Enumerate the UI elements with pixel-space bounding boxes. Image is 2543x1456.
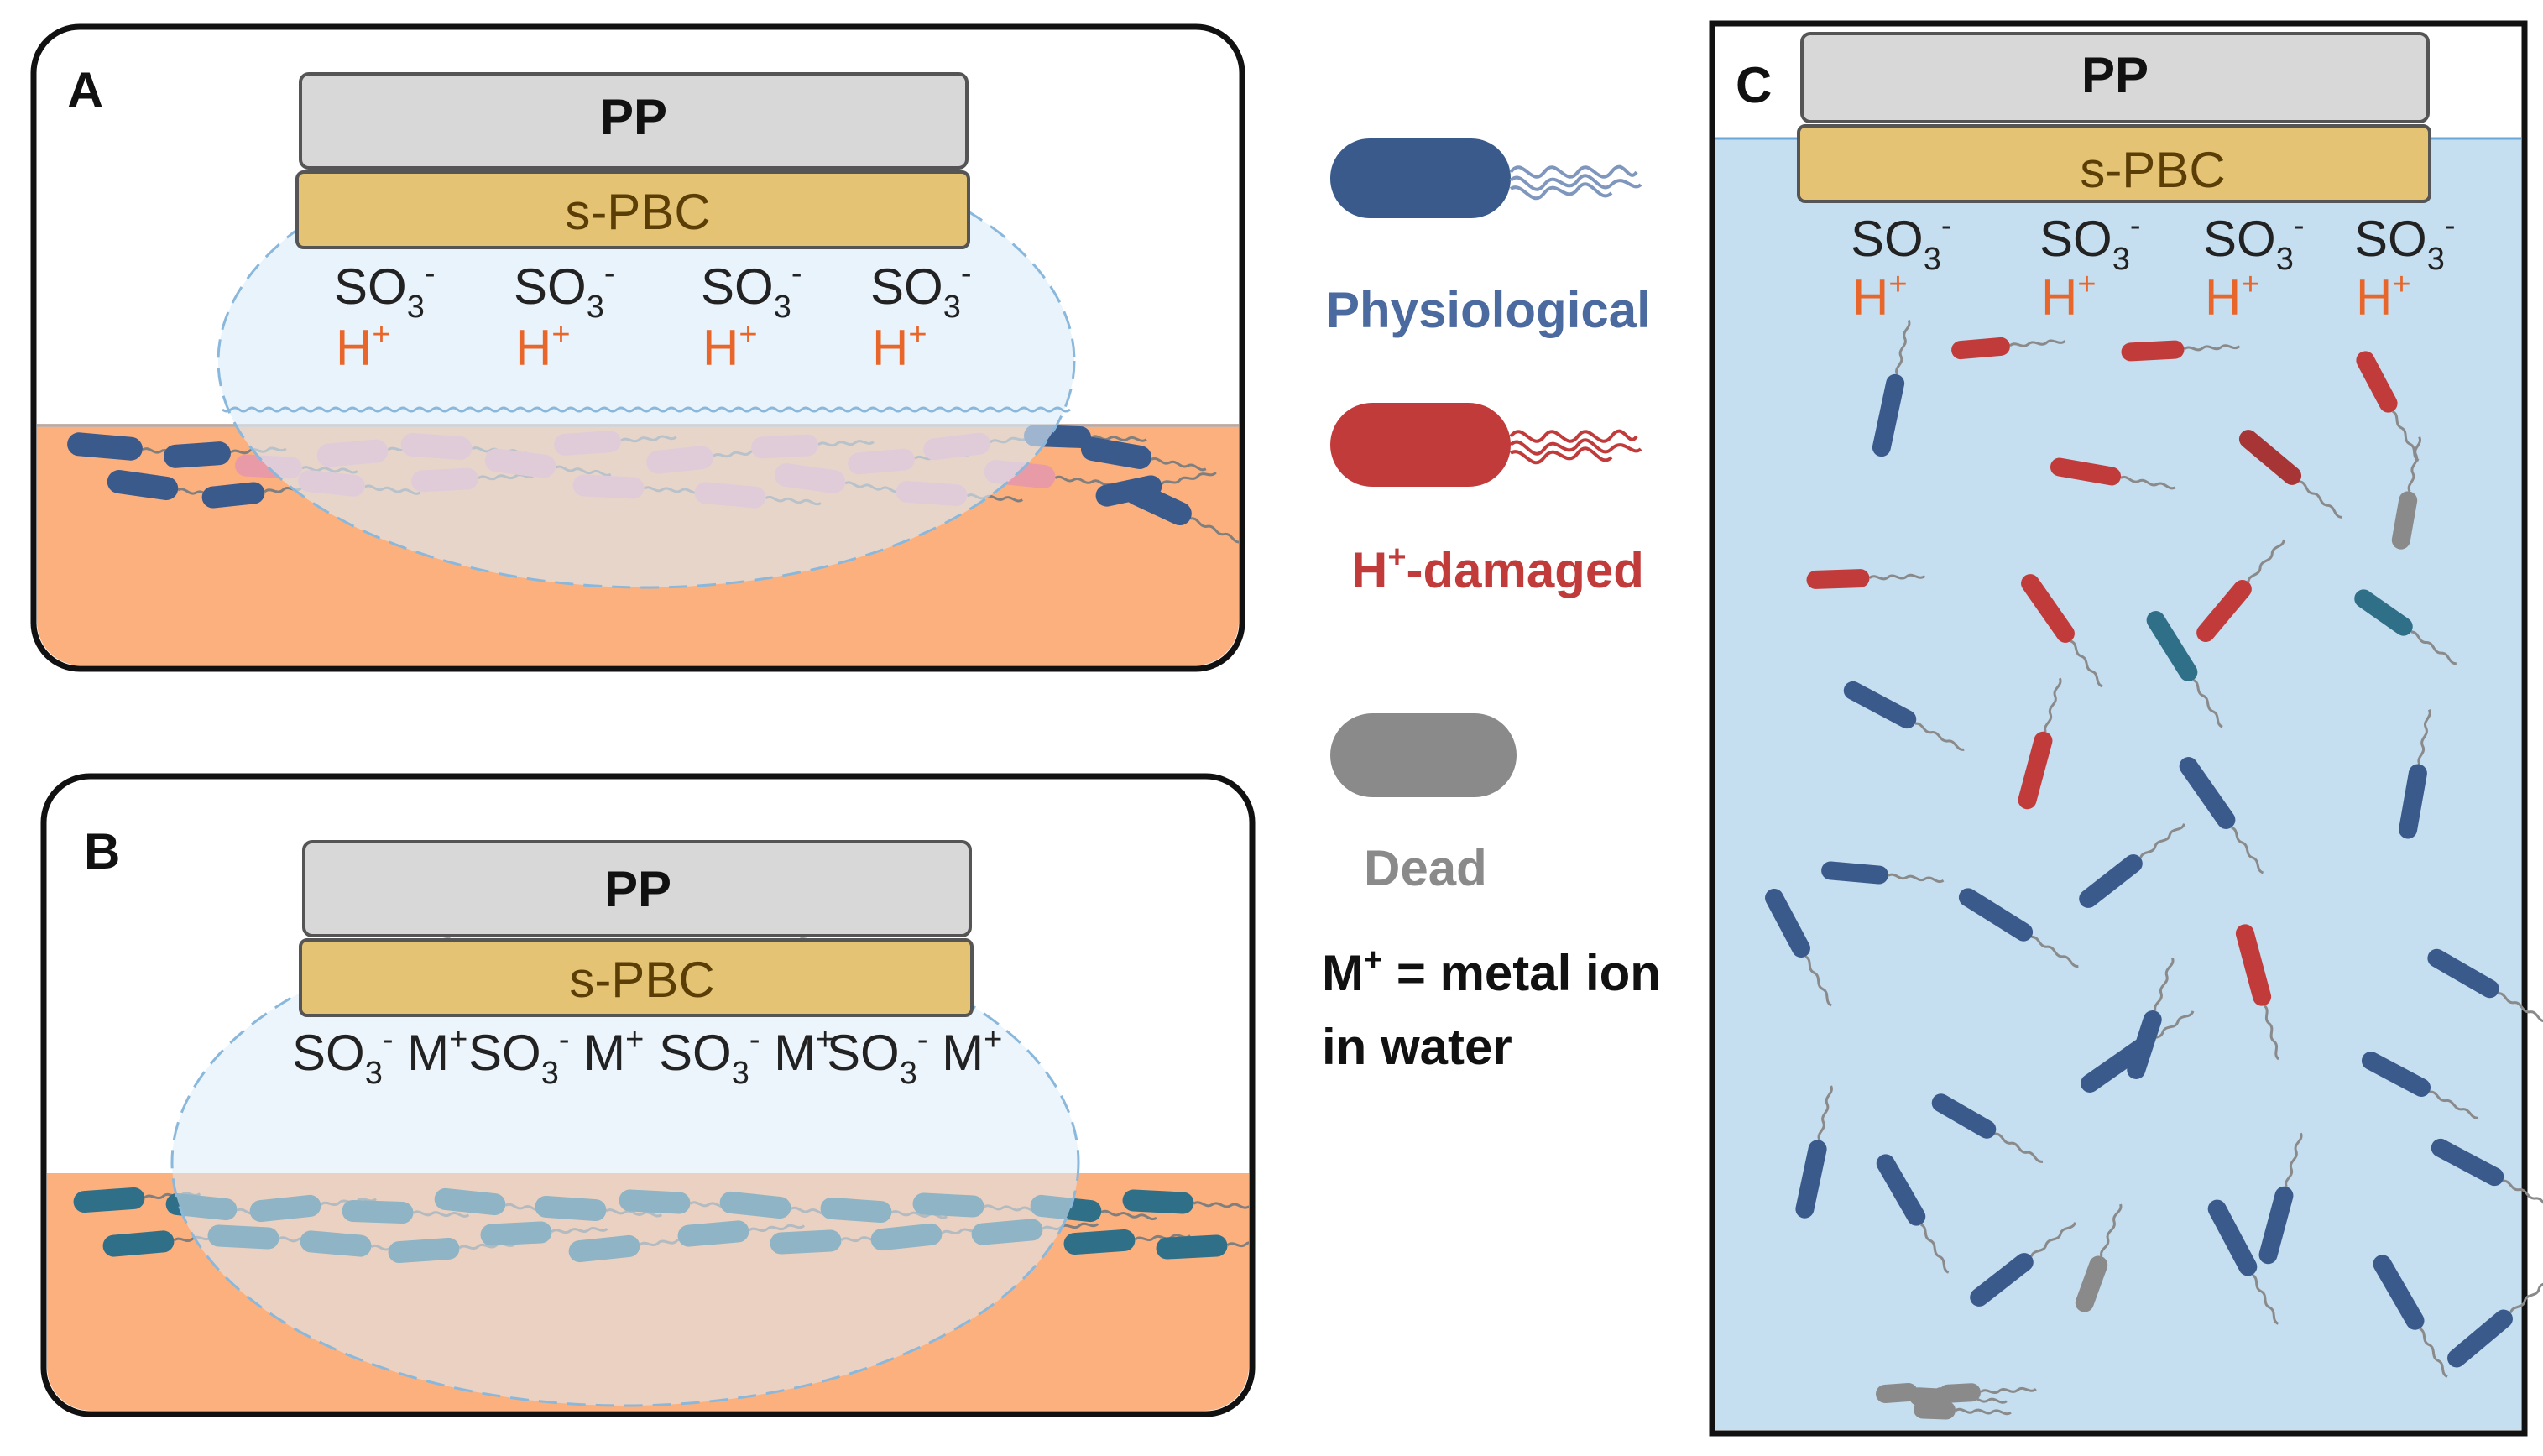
panel-c-bacterium xyxy=(2021,574,2103,688)
panel-c-bacterium xyxy=(2373,1255,2448,1378)
panel-b-spbc-label: s-PBC xyxy=(569,952,714,1008)
panel-c-pp-layer xyxy=(1800,32,2430,123)
panel-c-sulfonate-2: SO3- xyxy=(2039,208,2141,277)
panel-a-spbc-label: s-PBC xyxy=(565,184,710,240)
legend-dead-bacterium xyxy=(1330,713,1517,797)
panel-a-sulfonate-1: SO3- xyxy=(334,256,436,325)
panel-c-bacterium xyxy=(2179,757,2264,874)
panel-c-bacterium xyxy=(2427,948,2543,1023)
panel-c-bacterium xyxy=(1931,1093,2044,1163)
panel-c-bacterium xyxy=(2018,677,2062,810)
panel-c-sulfonate-1: SO3- xyxy=(1851,208,1952,277)
panel-a-letter: A xyxy=(67,62,103,118)
panel-c-proton-1: H+ xyxy=(1852,267,1908,326)
panel-c-pp-label: PP xyxy=(2081,47,2149,103)
panel-c-letter: C xyxy=(1736,57,1772,113)
panel-c-bacterium xyxy=(1821,861,1945,885)
panel-b-sulfonate-3: SO3- M+ xyxy=(659,1022,834,1091)
panel-c-sulfonate-4: SO3- xyxy=(2354,208,2456,277)
panel-c-bacterium xyxy=(1765,888,1832,1007)
legend-physiological-label: Physiological xyxy=(1326,282,1651,338)
panel-c-bacterium xyxy=(1939,1383,2037,1403)
panel-c-ion-groups: SO3-H+SO3-H+SO3-H+SO3-H+ xyxy=(1851,208,2456,326)
legend-damaged-label: H+-damaged xyxy=(1351,540,1644,598)
panel-b-sulfonate-1: SO3- M+ xyxy=(292,1022,467,1091)
panel-c-bacteria xyxy=(1765,319,2543,1420)
panel-a-spbc-layer xyxy=(295,170,970,249)
legend-damaged-bacterium xyxy=(1330,403,1642,487)
panel-b-bacterium xyxy=(1122,1189,1249,1214)
panel-a-sulfonate-2: SO3- xyxy=(514,256,615,325)
legend-dead-label: Dead xyxy=(1364,840,1487,896)
panel-c-bacterium xyxy=(2235,924,2280,1061)
panel-c-bacterium xyxy=(2447,1276,2543,1368)
panel-b: PP s-PBC B SO3- M+SO3- M+SO3- M+SO3- M+ xyxy=(40,773,1256,1417)
panel-b-bacterium xyxy=(1063,1229,1192,1255)
panel-a-proton-1: H+ xyxy=(336,317,391,376)
panel-c-bacterium xyxy=(2146,611,2223,728)
panel-c-bacterium xyxy=(2258,1132,2303,1265)
panel-c-bacterium xyxy=(1914,1400,2012,1420)
panel-a-bacterium xyxy=(1125,481,1239,544)
panel-c-sulfonate-3: SO3- xyxy=(2203,208,2305,277)
panel-a-ion-groups: SO3-H+SO3-H+SO3-H+SO3-H+ xyxy=(334,256,972,376)
panel-c-water xyxy=(1715,138,2521,1430)
legend-physiological-bacterium xyxy=(1330,138,1642,218)
panel-c-bacterium xyxy=(2079,823,2185,908)
panel-c-proton-4: H+ xyxy=(2356,267,2411,326)
panel-c-bacterium xyxy=(2361,1052,2479,1119)
panel-c-bacterium xyxy=(2391,436,2421,550)
panel-c-bacterium xyxy=(2238,430,2342,519)
panel-a: PP s-PBC A SO3-H+SO3-H+SO3-H+SO3-H+ xyxy=(30,23,1245,672)
panel-c-bacterium xyxy=(2354,589,2457,665)
panel-c-proton-2: H+ xyxy=(2041,267,2097,326)
panel-c-bacterium xyxy=(1970,1222,2076,1307)
panel-a-proton-2: H+ xyxy=(515,317,571,376)
panel-c-bacterium xyxy=(2127,958,2175,1079)
panel-b-pp-layer xyxy=(302,840,972,937)
panel-c-spbc-label: s-PBC xyxy=(2080,142,2225,198)
legend-metal-ion-line2: in water xyxy=(1322,1019,1512,1075)
panel-b-bacterium xyxy=(1156,1234,1249,1260)
legend-metal-ion-line1: M+ = metal ion xyxy=(1322,942,1661,1001)
panel-c-bacterium xyxy=(2050,457,2176,490)
panel-c-proton-3: H+ xyxy=(2205,267,2260,326)
panel-c-bacterium xyxy=(1843,681,1965,751)
panel-c: PP s-PBC C SO3-H+SO3-H+SO3-H+SO3-H+ xyxy=(1709,20,2543,1437)
panel-c-bacterium xyxy=(1958,888,2079,968)
legend: Physiological H+-damaged Dead M+ = metal… xyxy=(1322,138,1661,1075)
panel-c-bacterium xyxy=(1795,1085,1833,1219)
panel-a-bacterium xyxy=(1080,437,1207,472)
panel-c-spbc-layer xyxy=(1797,124,2431,203)
panel-c-bacterium xyxy=(1876,1154,1950,1274)
panel-a-pp-layer xyxy=(299,72,969,170)
panel-b-droplet xyxy=(170,917,1080,1407)
panel-c-bacterium xyxy=(2431,1138,2543,1208)
panel-a-proton-4: H+ xyxy=(872,317,927,376)
panel-a-sulfonate-3: SO3- xyxy=(701,256,802,325)
panel-b-letter: B xyxy=(84,823,120,879)
panel-c-bacterium xyxy=(2121,340,2241,362)
panel-c-bacterium xyxy=(2075,1203,2123,1312)
panel-b-pp-label: PP xyxy=(604,861,671,917)
panel-a-proton-3: H+ xyxy=(702,317,758,376)
panel-a-pp-label: PP xyxy=(600,89,667,145)
panel-b-ion-groups: SO3- M+SO3- M+SO3- M+SO3- M+ xyxy=(292,1022,1002,1091)
panel-b-spbc-layer xyxy=(299,938,974,1017)
panel-c-bacterium xyxy=(1872,319,1911,457)
panel-c-bacterium xyxy=(2399,709,2431,839)
panel-b-sulfonate-2: SO3- M+ xyxy=(468,1022,644,1091)
panel-c-bacterium xyxy=(2207,1199,2279,1325)
panel-a-sulfonate-4: SO3- xyxy=(870,256,972,325)
panel-c-bacterium xyxy=(1806,569,1926,589)
panel-c-bacterium xyxy=(1951,337,2066,360)
panel-c-bacterium xyxy=(2196,539,2285,643)
panel-b-sulfonate-4: SO3- M+ xyxy=(827,1022,1002,1091)
